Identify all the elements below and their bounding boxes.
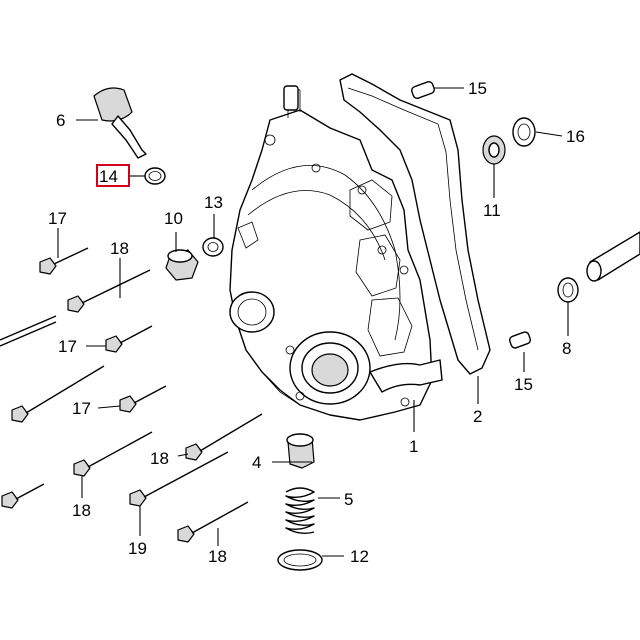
crankcase-cover[interactable] <box>229 85 443 421</box>
o-ring-14[interactable] <box>144 167 166 185</box>
callout-18-left: 18 <box>72 501 91 520</box>
oil-strainer[interactable] <box>286 433 315 469</box>
bolt-17a[interactable] <box>39 247 89 275</box>
leader-lines <box>57 87 569 557</box>
gasket[interactable] <box>339 73 491 375</box>
circlip[interactable] <box>512 117 536 147</box>
hose[interactable] <box>586 231 640 282</box>
callout-17-mid: 17 <box>58 337 77 356</box>
callout-14: 14 <box>99 167 118 186</box>
bolt-18a[interactable] <box>67 269 151 313</box>
callout-11: 11 <box>483 201 501 220</box>
bolt-18c[interactable] <box>73 431 153 477</box>
callout-1: 1 <box>409 437 418 456</box>
dowel-pin-upper[interactable] <box>411 81 436 100</box>
callout-18-bottom: 18 <box>208 547 227 566</box>
callout-17-top: 17 <box>48 209 67 228</box>
bolt-long-left[interactable] <box>0 315 57 347</box>
callout-15-upper: 15 <box>468 79 487 98</box>
callout-13: 13 <box>204 193 223 212</box>
callout-12: 12 <box>350 547 369 566</box>
drain-plug[interactable] <box>165 249 199 281</box>
hose-clamp[interactable] <box>557 277 579 303</box>
dowel-pin-lower[interactable] <box>508 331 532 349</box>
bolt-18b[interactable] <box>185 413 263 461</box>
bolt-long-left-2[interactable] <box>11 365 105 423</box>
o-ring-12[interactable] <box>277 549 323 571</box>
bolt-19[interactable] <box>129 451 229 507</box>
callout-10: 10 <box>164 209 183 228</box>
bolt-long-left-3[interactable] <box>1 483 45 509</box>
bolt-18d[interactable] <box>177 501 249 543</box>
oil-filler-cap[interactable] <box>93 87 147 159</box>
callout-18-mid: 18 <box>150 449 169 468</box>
spring[interactable] <box>285 487 315 535</box>
callout-labels: 1 2 4 5 6 8 10 11 12 13 14 15 15 16 17 1… <box>48 79 585 566</box>
highlight-box <box>96 164 130 187</box>
callout-18-top: 18 <box>110 239 129 258</box>
callout-2: 2 <box>473 407 482 426</box>
callout-6: 6 <box>56 111 65 130</box>
bolt-17c[interactable] <box>119 385 167 413</box>
callout-8: 8 <box>562 339 571 358</box>
callout-17-low: 17 <box>72 399 91 418</box>
callout-19: 19 <box>128 539 147 558</box>
callout-15-lower: 15 <box>514 375 533 394</box>
callout-5: 5 <box>344 490 353 509</box>
oil-seal[interactable] <box>482 135 506 165</box>
bolt-17b[interactable] <box>105 325 153 353</box>
callout-4: 4 <box>252 453 261 472</box>
washer-13[interactable] <box>202 237 224 257</box>
callout-16: 16 <box>566 127 585 146</box>
